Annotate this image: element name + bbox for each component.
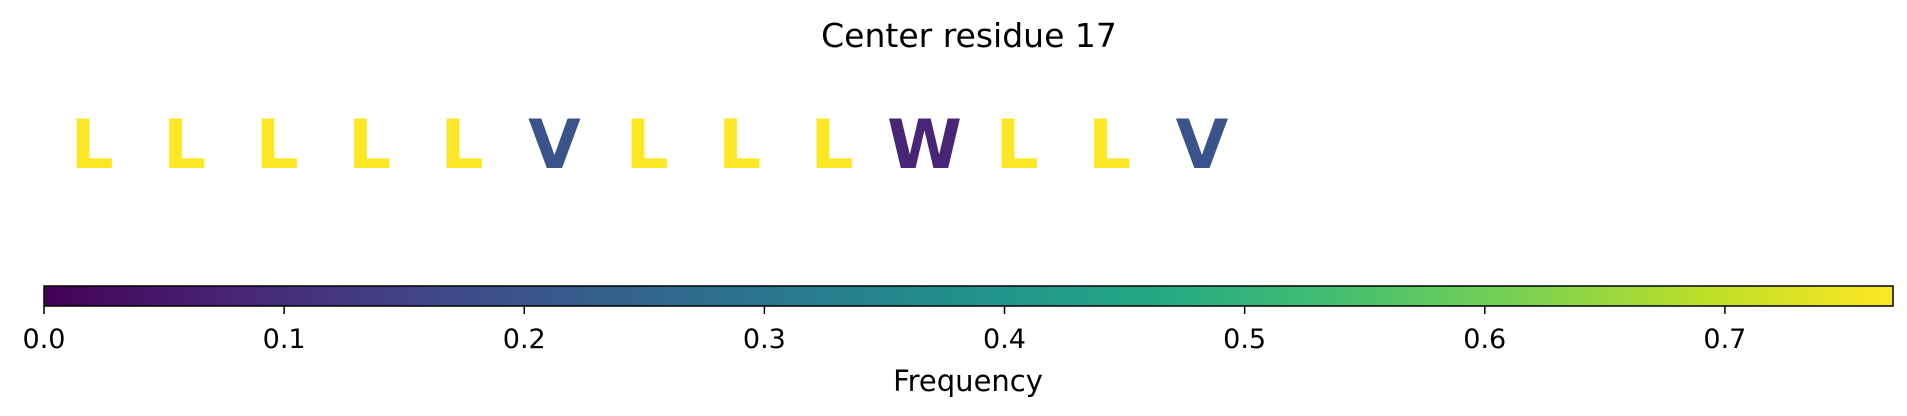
colorbar [43,285,1894,307]
residue-letter: L [163,106,206,185]
residue-letter: L [1088,106,1131,185]
residue-letter: L [348,106,391,185]
residue-letter: L [810,106,853,185]
residue-letter: V [528,106,581,185]
chart-title: Center residue 17 [821,16,1117,55]
colorbar-label: Frequency [893,364,1043,398]
residue-letter: L [440,106,483,185]
colorbar-tick-label: 0.1 [263,324,306,355]
residue-letter: L [625,106,668,185]
residue-letter: L [718,106,761,185]
residue-letter: V [1176,106,1229,185]
colorbar-tick-label: 0.4 [983,324,1026,355]
colorbar-tick-label: 0.7 [1703,324,1746,355]
colorbar-ticks: 0.0 0.1 0.2 0.3 0.4 0.5 0.6 0.7 [23,306,1746,355]
colorbar-tick-label: 0.6 [1463,324,1506,355]
residue-letter: W [887,106,962,185]
residue-letter: L [70,106,113,185]
colorbar-tick-label: 0.2 [503,324,546,355]
residue-letter: L [995,106,1038,185]
colorbar-tick-label: 0.5 [1223,324,1266,355]
colorbar-tick-label: 0.3 [743,324,786,355]
colorbar-tick-label: 0.0 [23,324,66,355]
residue-letter: L [255,106,298,185]
